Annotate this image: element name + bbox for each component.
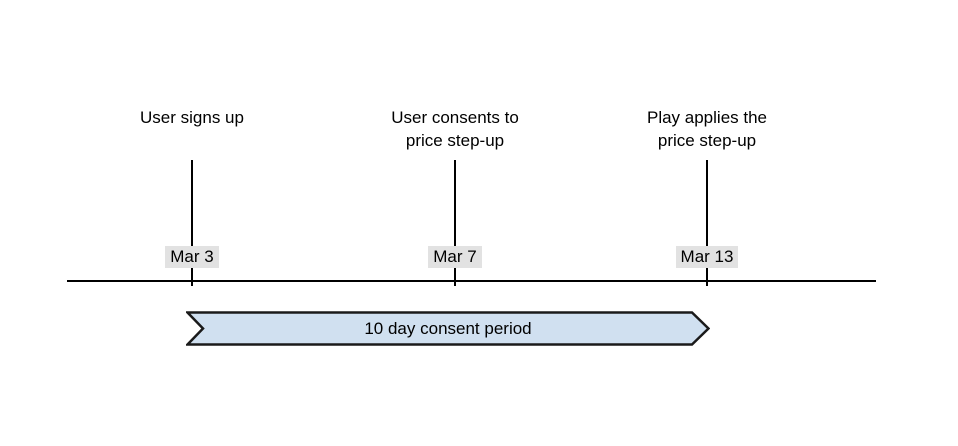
event-caption: User consents to price step-up (391, 108, 519, 150)
event-date-chip: Mar 13 (647, 244, 767, 269)
timeline-axis (67, 280, 876, 282)
consent-period-banner: 10 day consent period (186, 311, 710, 346)
event-stem (706, 160, 708, 286)
event-date-label: Mar 13 (675, 246, 739, 268)
consent-period-arrow-shape (186, 311, 710, 346)
event-stem (191, 160, 193, 286)
event-date-label: Mar 7 (428, 246, 482, 268)
event-date-chip: Mar 3 (132, 244, 252, 269)
event-caption: Play applies the price step-up (646, 108, 768, 150)
event-date-label: Mar 3 (165, 246, 219, 268)
event-caption: User signs up (140, 108, 244, 127)
event-date-chip: Mar 7 (395, 244, 515, 269)
event-stem (454, 160, 456, 286)
